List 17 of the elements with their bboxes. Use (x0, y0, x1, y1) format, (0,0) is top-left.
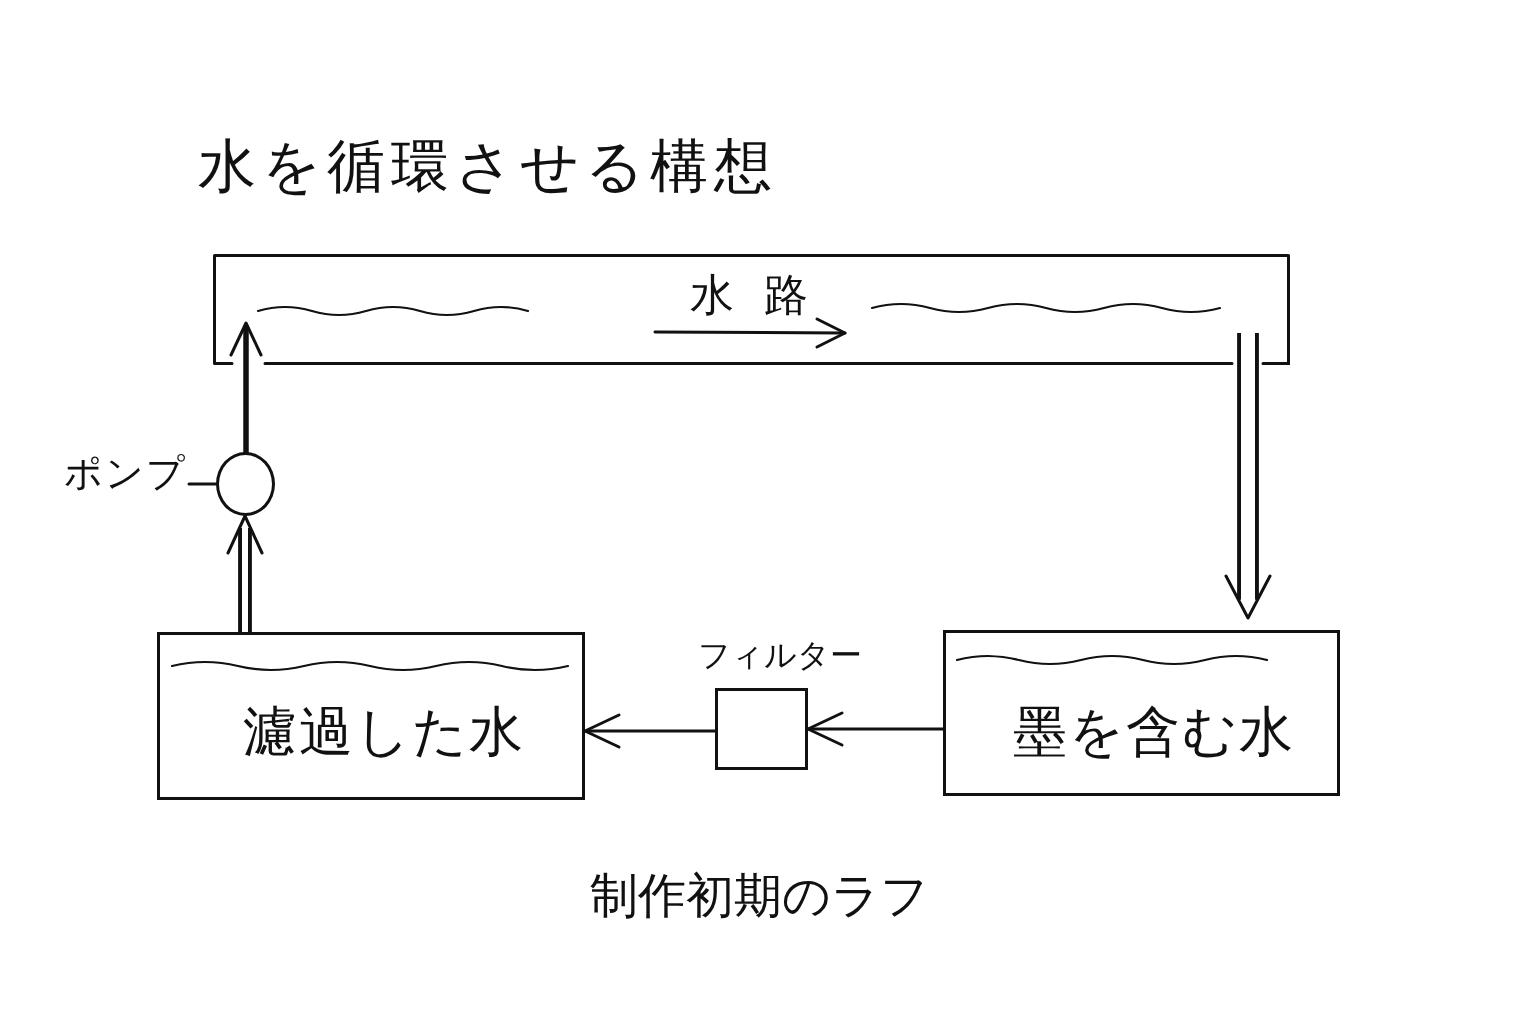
pipe-arrow (1224, 333, 1272, 620)
arrow (806, 711, 945, 747)
water-tank (943, 630, 1340, 796)
caption: 制作初期のラフ (590, 868, 929, 924)
leader-line (187, 482, 218, 486)
pipe-arrow (226, 514, 264, 632)
arrow (583, 713, 717, 749)
channel-label: 水路 (690, 270, 838, 321)
tank-label: 濾過した水 (243, 701, 525, 764)
water-tank (157, 632, 585, 800)
pump-label: ポンプ (64, 452, 187, 496)
filter-label: フィルター (698, 637, 862, 674)
pipe-arrow (229, 321, 263, 455)
diagram-title: 水を循環させる構想 (198, 133, 778, 200)
pump-circle (216, 452, 275, 516)
tank-label: 墨を含む水 (1013, 701, 1295, 764)
water-channel (213, 254, 1290, 365)
